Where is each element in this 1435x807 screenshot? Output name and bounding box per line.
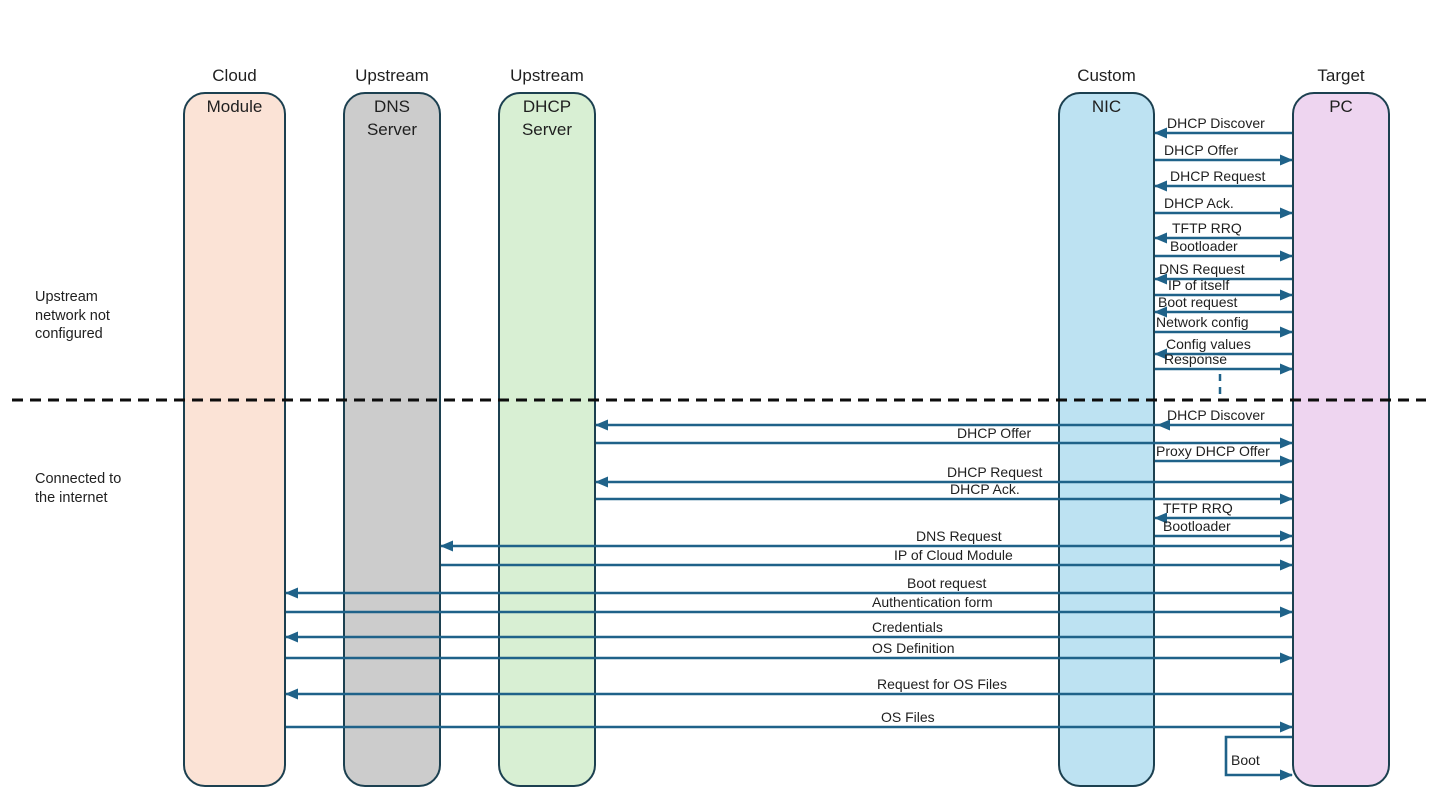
lane-title-inside-custom-nic: NIC — [1058, 95, 1155, 118]
lane-title-line: PC — [1329, 97, 1353, 116]
boot-self-loop-arrow — [1224, 735, 1293, 781]
lane-title-above-cloud-module: Cloud — [212, 66, 257, 85]
lane-title-above-upstream-dns-server: Upstream — [355, 66, 429, 85]
phase-label-line: Connected to — [35, 471, 122, 487]
message-label: DHCP Request — [947, 464, 1043, 480]
message-label: DHCP Discover — [1167, 115, 1265, 131]
message-label: Bootloader — [1170, 238, 1238, 254]
phase-label-line: the internet — [35, 489, 108, 506]
message-label: OS Definition — [872, 640, 955, 656]
message-label: Authentication form — [872, 594, 993, 610]
message-label: TFTP RRQ — [1163, 500, 1233, 516]
lane-title-line: Server — [366, 120, 418, 139]
message-label: DHCP Ack. — [950, 481, 1020, 497]
lane-title-inside-upstream-dns-server: DNS Server — [343, 95, 441, 141]
message-label: DHCP Request — [1170, 168, 1266, 184]
lane-target-pc — [1292, 92, 1390, 787]
lane-upstream-dhcp-server — [498, 92, 596, 787]
message-label: Response — [1164, 351, 1228, 367]
lane-cloud-module — [183, 92, 286, 787]
lane-title-inside-target-pc: PC — [1292, 95, 1390, 118]
boot-loop-label: Boot — [1231, 752, 1260, 768]
message-label: Boot request — [1158, 294, 1238, 310]
lane-upstream-dns-server — [343, 92, 441, 787]
message-label: DHCP Ack. — [1164, 195, 1234, 211]
message-label: TFTP RRQ — [1172, 220, 1242, 236]
message-label: DHCP Offer — [1164, 142, 1239, 158]
lane-title-inside-upstream-dhcp-server: DHCP Server — [498, 95, 596, 141]
message-label: DNS Request — [916, 528, 1002, 544]
broadcast-arrowhead-icon — [1157, 419, 1170, 431]
lane-title-above-upstream-dhcp-server: Upstream — [510, 66, 584, 85]
message-label: OS Files — [881, 709, 935, 725]
message-label: Network config — [1156, 314, 1249, 330]
lane-title-line: NIC — [1091, 97, 1122, 116]
lane-title-line: DHCP — [522, 97, 572, 116]
lane-title-line: Module — [206, 97, 263, 116]
message-label: DHCP Offer — [957, 425, 1032, 441]
message-label: Config values — [1166, 336, 1251, 352]
phase-label-line: network not — [35, 307, 110, 324]
lane-title-above-custom-nic: Custom — [1077, 66, 1136, 85]
lane-title-inside-cloud-module: Module — [183, 95, 286, 118]
message-label: Credentials — [872, 619, 943, 635]
message-label: Boot request — [907, 575, 987, 591]
phase-upstream-not-configured: Upstream network not configured — [35, 288, 110, 344]
message-label: IP of Cloud Module — [894, 547, 1013, 563]
message-label: IP of itself — [1168, 277, 1230, 293]
lane-title-line: DNS — [374, 97, 410, 116]
message-label: Request for OS Files — [877, 676, 1007, 692]
phase-label-line: Upstream — [35, 289, 98, 305]
message-label: Proxy DHCP Offer — [1156, 443, 1270, 459]
message-label: DHCP Discover — [1167, 407, 1265, 423]
lane-title-above-target-pc: Target — [1317, 66, 1365, 85]
phase-label-line: configured — [35, 326, 103, 342]
message-label: DNS Request — [1159, 261, 1245, 277]
lane-custom-nic — [1058, 92, 1155, 787]
message-label: Bootloader — [1163, 518, 1231, 534]
phase-connected-internet: Connected to the internet — [35, 470, 121, 507]
lane-title-line: Server — [521, 120, 573, 139]
